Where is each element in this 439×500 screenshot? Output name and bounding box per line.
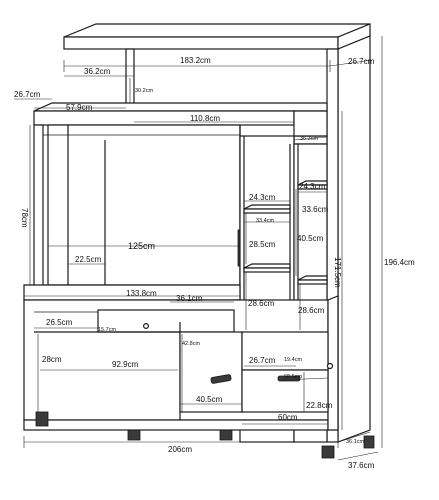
right-canopy-block — [293, 110, 328, 137]
label-drawer-right-width: 26.7cm — [249, 356, 276, 365]
label-shelf-a-low: 28.6cm — [248, 299, 275, 308]
label-door-width: 40.5cm — [196, 395, 223, 404]
label-top-width: 183.2cm — [180, 56, 211, 65]
label-shelf-a-height: 28.5cm — [249, 240, 276, 249]
foot-4 — [321, 445, 335, 459]
foot-3 — [219, 429, 233, 441]
label-drawer-lower-height: 22.8cm — [306, 401, 333, 410]
label-shelf-b-height2: 40.5cm — [297, 234, 324, 243]
label-drawer-lower-width: 60cm — [278, 413, 298, 422]
label-shelf-a-width: 24.3cm — [249, 193, 276, 202]
label-total-height: 196.4cm — [384, 258, 415, 267]
tv-back-panel — [47, 124, 241, 286]
label-left-depth: 26.7cm — [14, 90, 41, 99]
label-upper-right-width: 110.8cm — [190, 114, 220, 123]
label-drawer-right-depth: 68.5cm — [284, 374, 302, 380]
label-total-width: 206cm — [168, 445, 192, 454]
label-base-width: 133.8cm — [126, 289, 157, 298]
right-side-panel-outer — [337, 35, 371, 443]
shelf-a1-front — [243, 208, 291, 214]
label-drawer-width: 26.5cm — [46, 318, 73, 327]
label-base-gap: 36.1cm — [176, 294, 203, 303]
dim-361b-line — [337, 431, 371, 443]
label-door-height: 42.8cm — [182, 341, 200, 347]
label-base-depth-small: 36.1cm — [346, 439, 364, 445]
label-right-small-depth: 36.3cm — [300, 136, 318, 142]
dim-376-line — [337, 451, 379, 461]
lower-left-door — [179, 331, 243, 413]
top-shelf-front — [63, 36, 339, 50]
label-drawer-right-height: 19.4cm — [284, 357, 302, 363]
label-niche-width: 92.9cm — [112, 360, 139, 369]
label-tv-side: 22.5cm — [75, 255, 102, 264]
label-shelf-b-low: 28.6cm — [298, 306, 325, 315]
label-top-left-shelf: 36.2cm — [84, 67, 111, 76]
dim-267-top-line — [329, 59, 373, 67]
shelf-a2-front — [243, 267, 291, 273]
lower-door-handle — [210, 374, 232, 384]
top-drawer-front — [97, 309, 235, 333]
dim-685-line — [281, 377, 329, 381]
shelf-b1-front — [297, 184, 328, 190]
right-knob — [326, 362, 334, 370]
label-top-right-depth: 26.7cm — [348, 57, 375, 66]
label-shelf-b-height: 33.6cm — [302, 205, 329, 214]
foot-2 — [127, 429, 141, 441]
label-drawer-depth: 15.7cm — [98, 327, 116, 333]
label-shelf-a-depth: 33.4cm — [256, 218, 274, 224]
dim-363-line — [293, 136, 328, 141]
canopy-front — [33, 110, 295, 126]
label-niche-height: 28cm — [42, 355, 62, 364]
foot-1 — [35, 411, 49, 427]
label-upper-gap: 30.2cm — [135, 88, 153, 94]
foot-5 — [363, 435, 375, 449]
top-drawer-knob — [143, 323, 150, 330]
label-total-depth: 37.6cm — [348, 461, 375, 470]
label-tv-height: 78cm — [20, 208, 29, 228]
label-tv-width: 125cm — [128, 241, 155, 251]
shelf-a2 — [243, 263, 291, 269]
right-upper-drawer — [241, 331, 329, 371]
shelf-b2-front — [297, 279, 328, 285]
shelf-a1 — [243, 204, 291, 210]
label-upper-left-width: 57.9cm — [66, 103, 93, 112]
label-shelf-b-width: 24.3cm — [299, 182, 326, 191]
label-side-height: 171.5cm — [333, 257, 342, 288]
top-shelf-top — [63, 23, 371, 38]
